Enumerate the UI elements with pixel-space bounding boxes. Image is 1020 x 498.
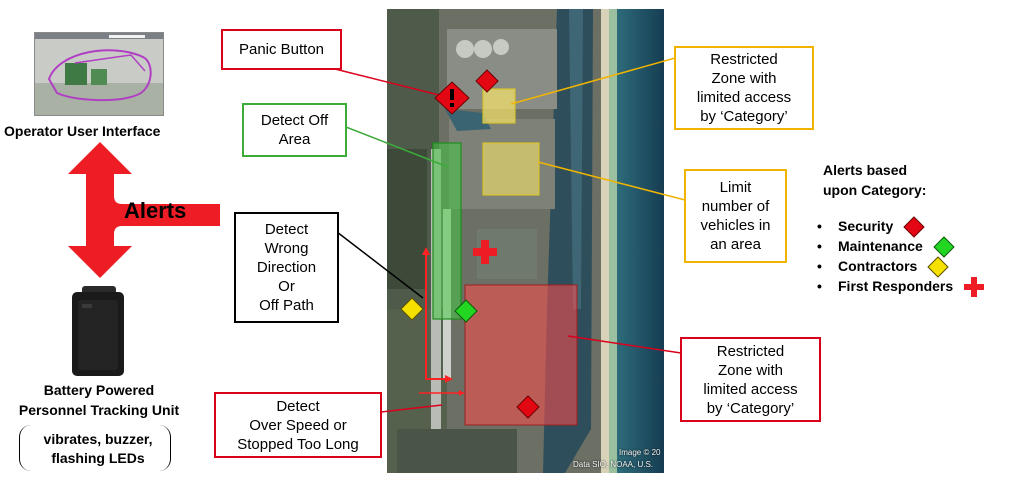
tracker-caption-line1: Battery Powered bbox=[43, 382, 155, 398]
legend-title-line2: upon Category: bbox=[823, 182, 927, 198]
operator-ui-thumbnail bbox=[34, 32, 164, 116]
restricted-top-callout: Restricted Zone with limited access by ‘… bbox=[674, 46, 814, 130]
over-speed-line2: Over Speed or bbox=[249, 416, 347, 434]
legend-title: Alerts based upon Category: bbox=[823, 160, 926, 200]
map-credit-line2: Data SIO, NOAA, U.S. bbox=[573, 460, 654, 469]
legend-label-maintenance: Maintenance bbox=[838, 238, 923, 254]
restricted-bottom-line1: Restricted bbox=[716, 342, 785, 360]
legend-bullet: • bbox=[817, 278, 822, 294]
detect-off-area-callout: Detect Off Area bbox=[242, 103, 347, 157]
alerts-label: Alerts bbox=[124, 198, 187, 223]
over-speed-line1: Detect bbox=[276, 397, 320, 415]
tracker-features-line2: flashing LEDs bbox=[51, 450, 145, 466]
detect-off-area-zone bbox=[432, 142, 462, 320]
wrong-direction-callout: Detect Wrong Direction Or Off Path bbox=[234, 212, 339, 323]
maintenance-diamond-icon bbox=[932, 236, 955, 259]
legend-title-line1: Alerts based bbox=[823, 162, 908, 178]
tracker-features-line1: vibrates, buzzer, bbox=[43, 431, 153, 447]
restricted-bottom-line3: limited access bbox=[703, 380, 798, 398]
legend-label-contractors: Contractors bbox=[838, 258, 918, 274]
vehicle-limit-zone bbox=[482, 142, 540, 196]
legend-bullet: • bbox=[817, 258, 822, 274]
legend-item-maintenance: • Maintenance bbox=[817, 236, 985, 259]
restricted-top-line3: limited access bbox=[696, 89, 792, 106]
wrong-direction-line4: Or bbox=[278, 278, 295, 295]
restricted-bottom-line4: by ‘Category’ bbox=[706, 399, 795, 417]
first-responder-cross-icon bbox=[964, 277, 985, 298]
legend-item-contractors: • Contractors bbox=[817, 256, 985, 279]
restricted-zone-top bbox=[482, 88, 516, 124]
vehicle-limit-line2: number of bbox=[701, 198, 770, 215]
restricted-top-line1: Restricted bbox=[710, 51, 778, 68]
vehicle-limit-line3: vehicles in bbox=[700, 217, 771, 234]
tracker-features: vibrates, buzzer, flashing LEDs bbox=[30, 430, 166, 468]
wrong-direction-line5: Off Path bbox=[259, 297, 314, 314]
over-speed-line3: Stopped Too Long bbox=[237, 435, 359, 453]
legend-bullet: • bbox=[817, 238, 822, 254]
vehicle-limit-callout: Limit number of vehicles in an area bbox=[684, 169, 787, 263]
panic-button-callout: Panic Button bbox=[221, 29, 342, 70]
satellite-map: Image © 20 Data SIO, NOAA, U.S. bbox=[387, 9, 664, 473]
feature-bracket bbox=[19, 425, 171, 471]
legend-bullet: • bbox=[817, 218, 822, 234]
vehicle-limit-line4: an area bbox=[710, 236, 761, 253]
panic-button-label: Panic Button bbox=[238, 41, 325, 58]
operator-ui-caption: Operator User Interface bbox=[4, 123, 161, 139]
path-route-icon bbox=[425, 249, 449, 380]
contractor-diamond-icon bbox=[927, 256, 949, 279]
detect-off-area-line2: Area bbox=[278, 131, 311, 148]
restricted-top-line4: by ‘Category’ bbox=[700, 108, 788, 125]
legend-label-first-responders: First Responders bbox=[838, 278, 954, 294]
legend-item-security: • Security bbox=[817, 216, 985, 239]
wrong-direction-line1: Detect bbox=[264, 221, 309, 238]
alert-arrow-icon bbox=[68, 142, 220, 278]
security-diamond-icon bbox=[903, 216, 925, 239]
detect-off-area-line1: Detect Off bbox=[260, 112, 329, 129]
wrong-direction-line2: Wrong bbox=[264, 240, 309, 257]
legend-list: • Security • Maintenance • Contractors •… bbox=[817, 216, 985, 298]
wrong-direction-line3: Direction bbox=[256, 259, 317, 276]
restricted-bottom-line2: Zone with bbox=[717, 361, 784, 379]
tracking-unit-icon bbox=[72, 286, 124, 376]
legend-label-security: Security bbox=[838, 218, 894, 234]
vehicle-limit-line1: Limit bbox=[719, 179, 752, 196]
restricted-top-line2: Zone with bbox=[711, 70, 777, 87]
restricted-bottom-callout: Restricted Zone with limited access by ‘… bbox=[680, 337, 821, 422]
restricted-zone-bottom bbox=[464, 284, 578, 426]
over-speed-callout: Detect Over Speed or Stopped Too Long bbox=[214, 392, 382, 458]
map-credit-line1: Image © 20 bbox=[619, 448, 661, 457]
tracker-caption-line2: Personnel Tracking Unit bbox=[18, 402, 180, 418]
legend-item-first-responders: • First Responders bbox=[817, 276, 985, 298]
